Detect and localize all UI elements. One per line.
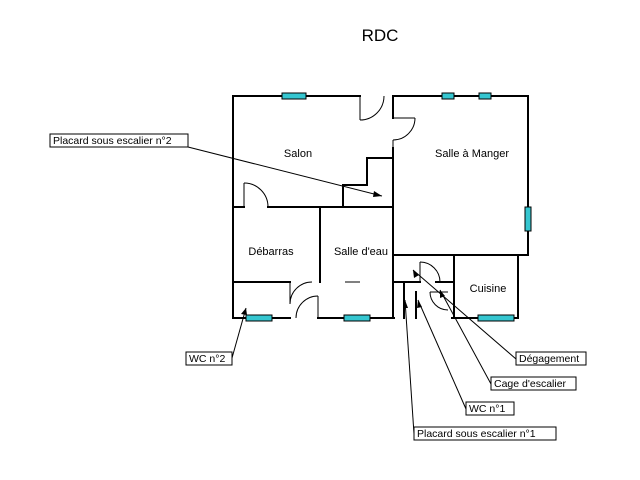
room-label-salle-a-manger: Salle à Manger <box>435 148 509 160</box>
leader-lines <box>187 146 517 435</box>
room-label-cuisine: Cuisine <box>470 283 507 295</box>
callout-text-cage: Cage d'escalier <box>494 378 567 390</box>
plan-title: RDC <box>362 26 399 45</box>
room-label-debarras: Débarras <box>248 246 294 258</box>
callout-degagement: Dégagement <box>515 351 587 366</box>
staircase <box>342 157 394 208</box>
interior-walls <box>232 95 529 319</box>
callout-wc-2: WC n°2 <box>185 351 233 366</box>
callout-wc-1: WC n°1 <box>465 401 515 416</box>
room-label-salon: Salon <box>284 148 312 160</box>
callout-placard-2: Placard sous escalier n°2 <box>49 133 189 148</box>
door-swings <box>243 95 449 319</box>
callout-placard-1: Placard sous escalier n°1 <box>413 426 557 441</box>
callout-text-placard-1: Placard sous escalier n°1 <box>417 428 536 440</box>
leader-arrowheads <box>241 191 445 315</box>
callout-text-wc-2: WC n°2 <box>189 353 225 365</box>
callout-text-wc-1: WC n°1 <box>469 403 505 415</box>
callout-cage: Cage d'escalier <box>490 376 577 391</box>
room-label-salle-deau: Salle d'eau <box>334 246 388 258</box>
windows <box>245 92 532 322</box>
callout-text-placard-2: Placard sous escalier n°2 <box>53 135 172 147</box>
callout-text-degagement: Dégagement <box>519 353 579 365</box>
room-labels: Salon Salle à Manger Débarras Salle d'ea… <box>248 148 509 295</box>
